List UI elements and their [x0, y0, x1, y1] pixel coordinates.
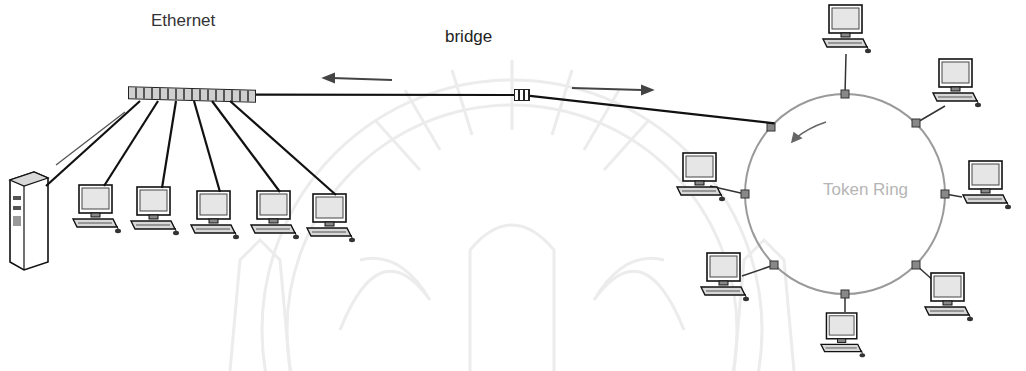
ring-pc [823, 5, 871, 53]
ring-spokes [710, 54, 962, 312]
link-line [530, 96, 774, 123]
ring-pc [677, 153, 725, 201]
watermark-rays [375, 60, 649, 170]
cable [212, 101, 280, 192]
watermark-arc [262, 80, 762, 371]
device-label: bridge [445, 27, 492, 47]
bridge-device: bridge [514, 89, 530, 101]
cable [162, 101, 176, 188]
token-ring: Token Ring [745, 94, 945, 294]
link-line [256, 93, 514, 96]
ethernet-pc [191, 191, 239, 239]
watermark-arc [287, 105, 737, 371]
ethernet-pc [131, 187, 179, 235]
ring-line [745, 94, 945, 294]
ring-pc [933, 59, 981, 107]
ethernet-pc [73, 185, 121, 233]
ethernet-pc [307, 194, 355, 242]
network-label: Token Ring [823, 180, 908, 200]
ring-pc [821, 313, 865, 357]
cable [230, 101, 336, 195]
server-tower [10, 172, 48, 270]
network-link [530, 96, 774, 123]
network-link [256, 94, 514, 95]
ring-connector [741, 90, 949, 298]
ring-pc [701, 253, 749, 301]
hub-cables [46, 101, 336, 195]
direction-arrow [572, 86, 652, 94]
watermark-spire [230, 240, 794, 371]
direction-arrow [324, 74, 392, 82]
ring-pc [963, 161, 1011, 209]
network-label: Ethernet [151, 11, 215, 31]
ring-pc [925, 273, 973, 321]
watermark-emblem [230, 60, 794, 371]
ethernet-hub: Ethernet [128, 86, 256, 102]
ring-direction-arrow [792, 122, 826, 142]
cable [46, 101, 140, 186]
ethernet-pc [251, 191, 299, 239]
cable [104, 101, 158, 186]
watermark-tower [470, 225, 554, 371]
watermark-flourish [340, 258, 684, 330]
cable [56, 112, 125, 165]
cable [194, 101, 220, 192]
